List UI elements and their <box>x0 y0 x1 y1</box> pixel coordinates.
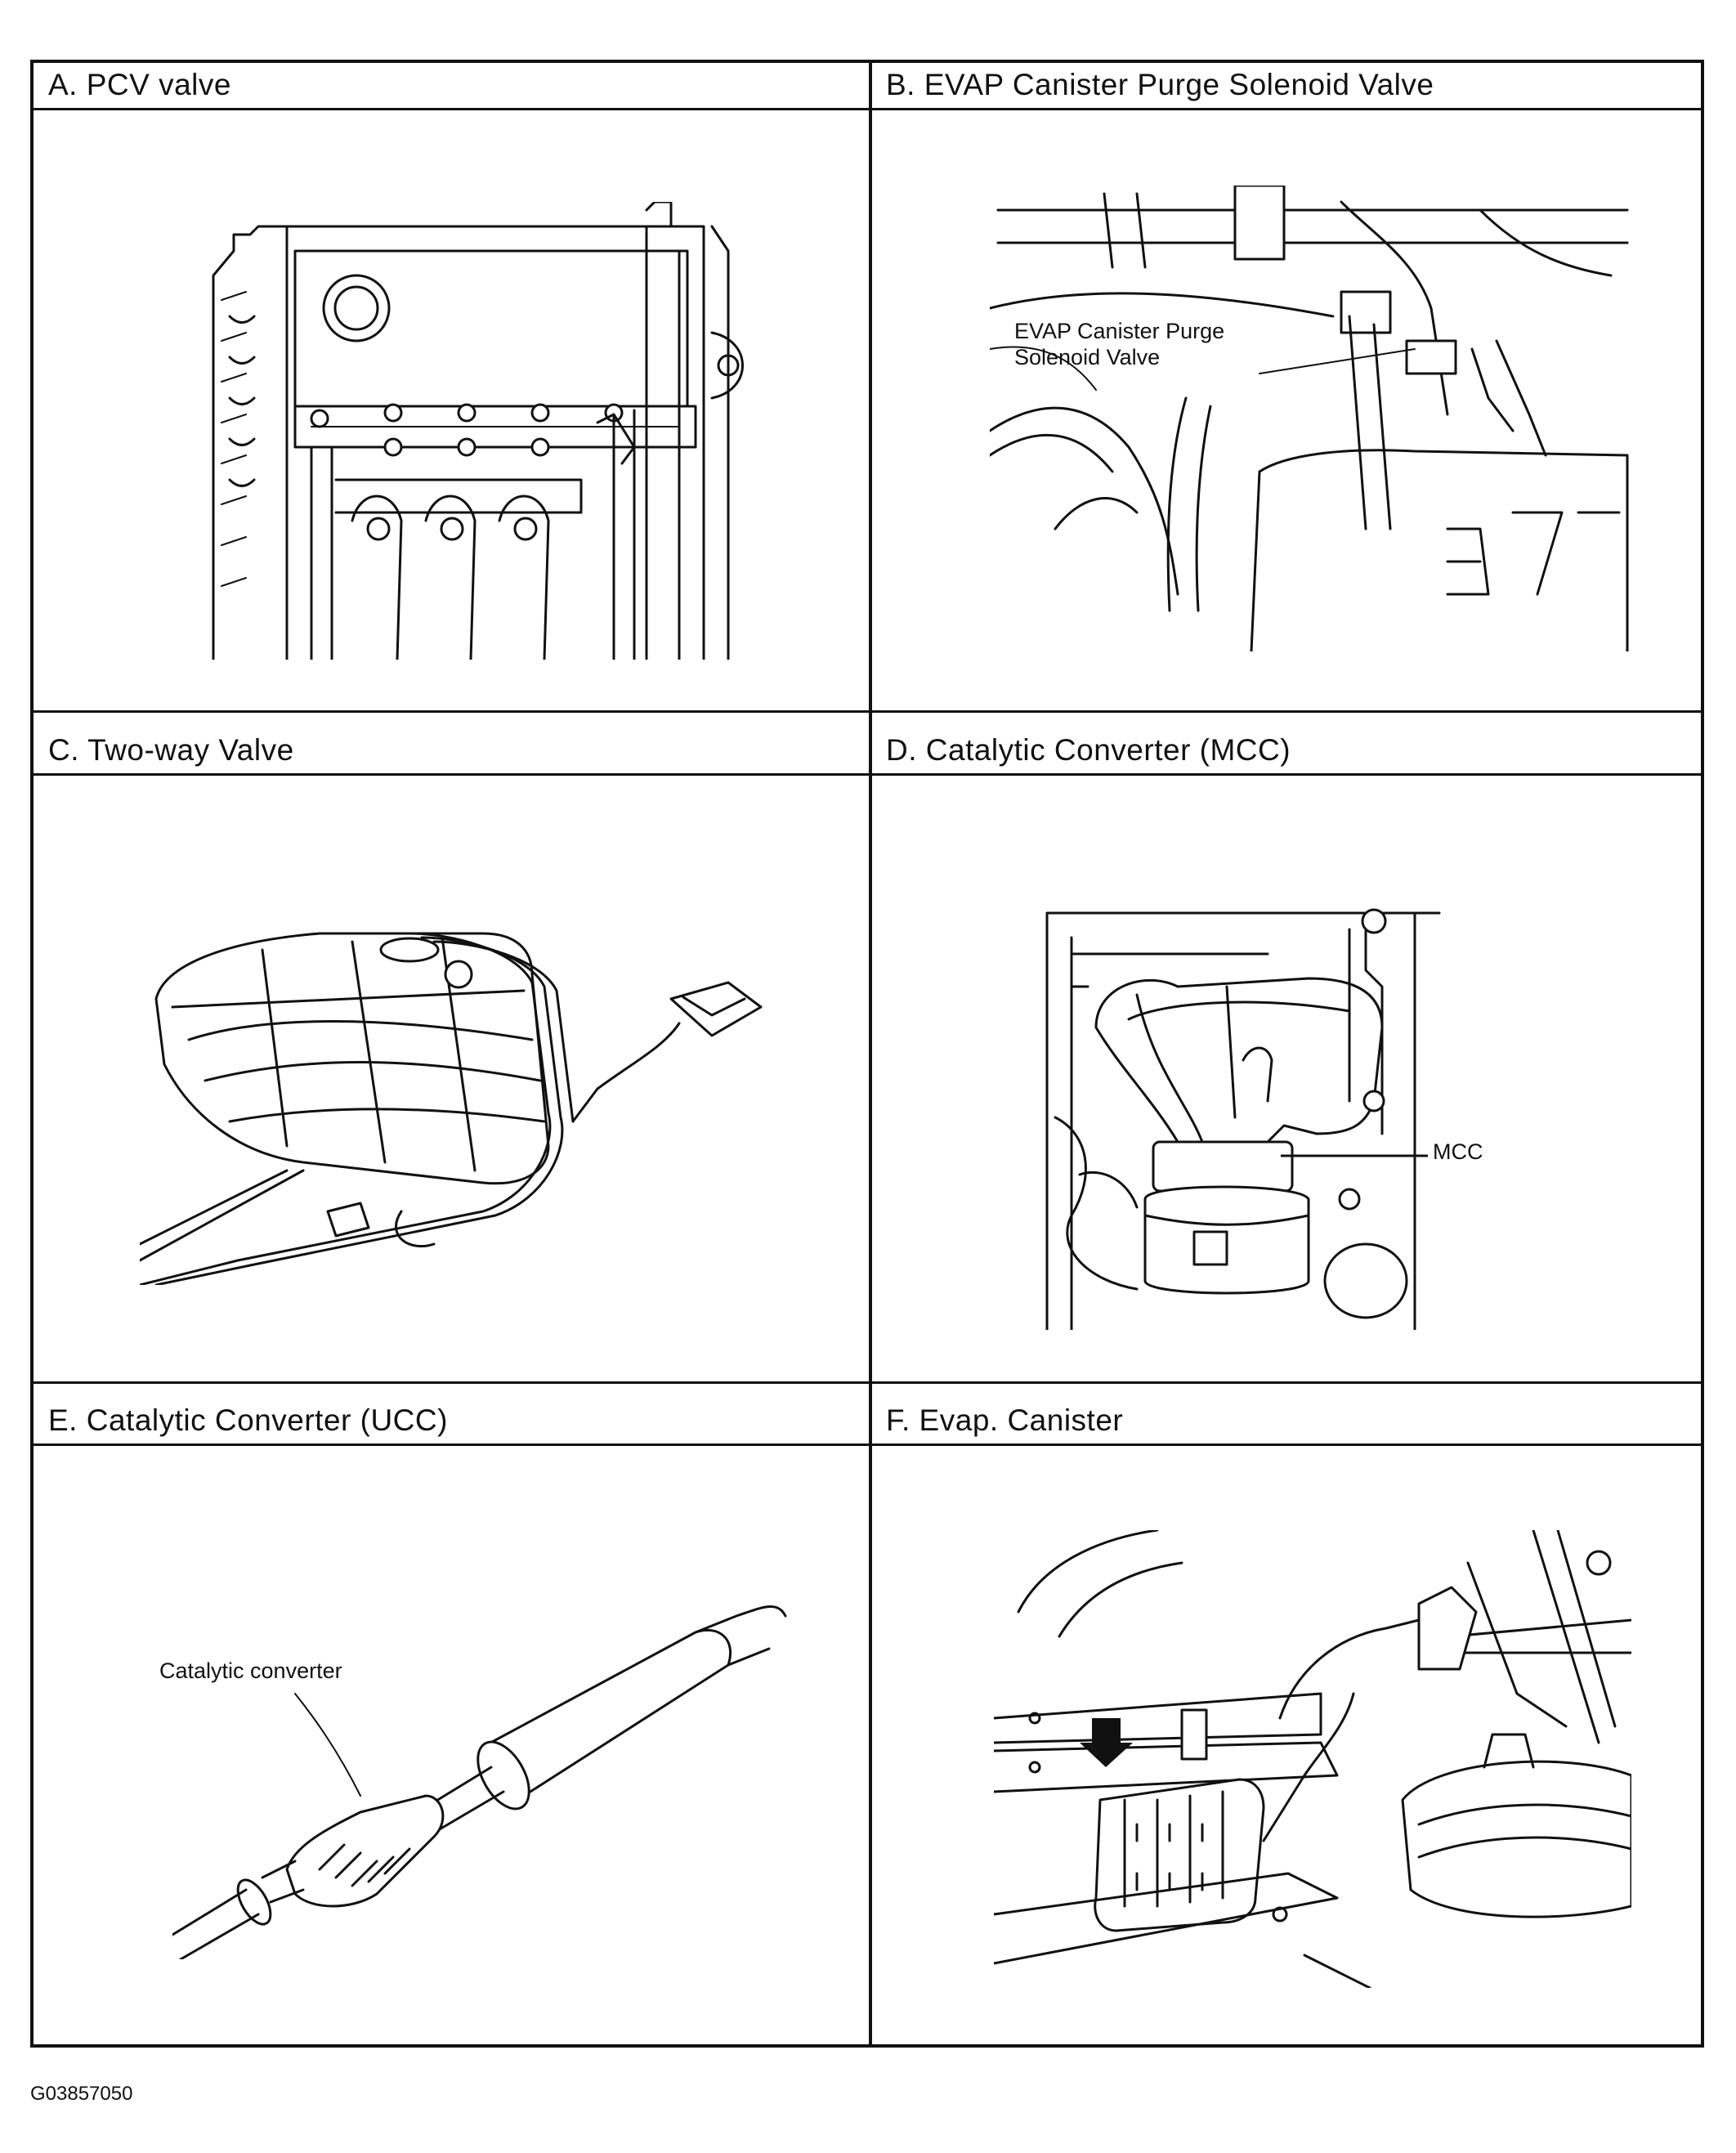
mcc-leader-line <box>1281 1152 1428 1160</box>
panel-f-title: F. Evap. Canister <box>886 1403 1124 1437</box>
title-divider-row3 <box>34 1444 1701 1446</box>
purge-solenoid-engine-bay-icon <box>990 186 1635 651</box>
fuel-tank-icon <box>140 901 794 1285</box>
purge-solenoid-callout: EVAP Canister Purge Solenoid Valve <box>1014 319 1225 369</box>
component-location-grid: A. PCV valve B. EVAP Canister Purge Sole… <box>30 60 1704 2048</box>
ucc-callout: Catalytic converter <box>159 1658 342 1683</box>
title-divider-row2 <box>34 773 1701 776</box>
evap-canister-icon <box>994 1530 1631 1988</box>
exhaust-manifold-converter-icon <box>1039 905 1447 1330</box>
row-divider-2 <box>34 1381 1701 1384</box>
engine-cylinder-head-icon <box>189 202 761 660</box>
row-divider-1 <box>34 710 1701 713</box>
panel-d-title: D. Catalytic Converter (MCC) <box>886 733 1291 767</box>
panel-c-title: C. Two-way Valve <box>48 733 294 767</box>
exhaust-pipe-converter-icon <box>172 1551 794 1959</box>
panel-e-title: E. Catalytic Converter (UCC) <box>48 1403 448 1437</box>
center-divider <box>869 63 872 2044</box>
figure-code: G03857050 <box>30 2083 133 2105</box>
title-divider-row1 <box>34 108 1701 110</box>
mcc-callout: MCC <box>1433 1139 1483 1164</box>
panel-b-title: B. EVAP Canister Purge Solenoid Valve <box>886 68 1434 101</box>
panel-a-title: A. PCV valve <box>48 68 231 101</box>
